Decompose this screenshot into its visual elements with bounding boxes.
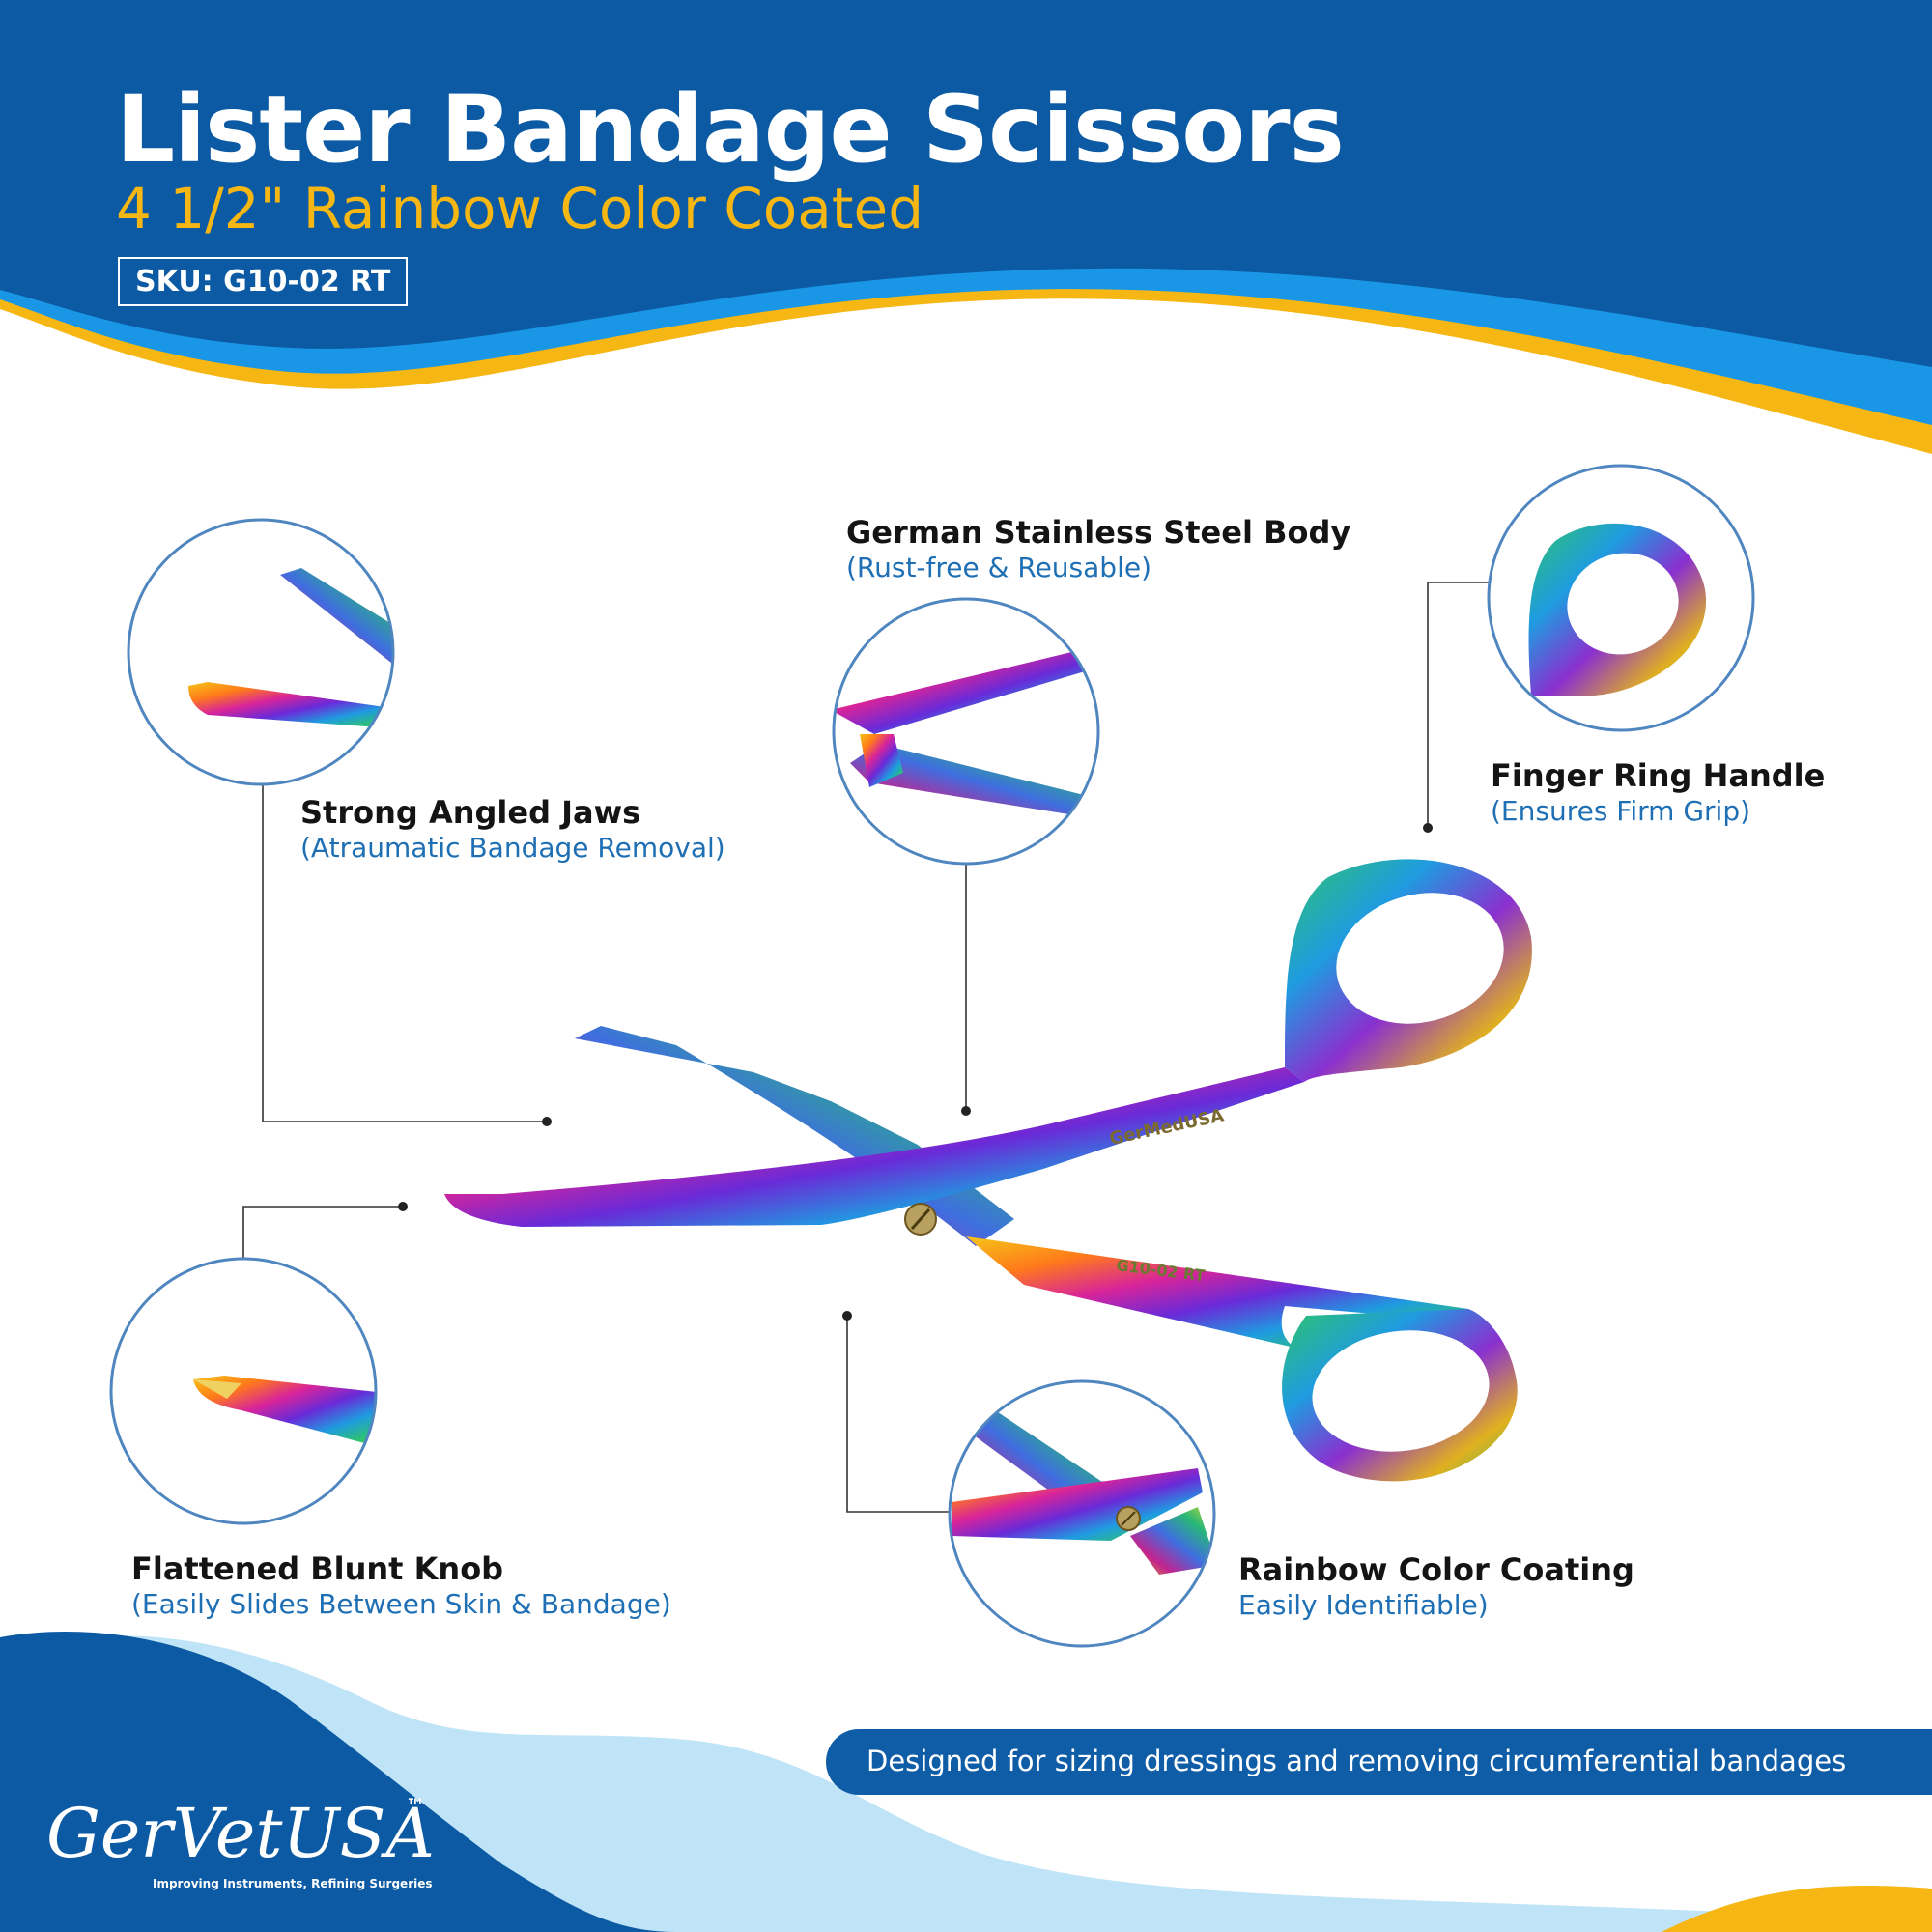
feature-title-finger-ring: Finger Ring Handle bbox=[1491, 757, 1826, 794]
feature-title-steel-body: German Stainless Steel Body bbox=[846, 514, 1351, 551]
feature-title-angled-jaws: Strong Angled Jaws bbox=[300, 794, 641, 831]
logo-tagline: Improving Instruments, Refining Surgerie… bbox=[153, 1877, 433, 1890]
feature-subtitle-steel-body: (Rust-free & Reusable) bbox=[846, 552, 1151, 583]
description-banner: Designed for sizing dressings and removi… bbox=[826, 1729, 1932, 1795]
detail-circle-steel-body bbox=[832, 597, 1100, 866]
scissors-illustration: GerMedUSA G10-02 RT bbox=[444, 859, 1532, 1482]
detail-circle-blunt-knob bbox=[109, 1257, 378, 1525]
feature-subtitle-angled-jaws: (Atraumatic Bandage Removal) bbox=[300, 832, 725, 864]
feature-title-rainbow-coating: Rainbow Color Coating bbox=[1238, 1551, 1634, 1588]
feature-subtitle-finger-ring: (Ensures Firm Grip) bbox=[1491, 795, 1751, 827]
detail-circle-angled-jaws bbox=[127, 518, 395, 786]
feature-subtitle-rainbow-coating: Easily Identifiable) bbox=[1238, 1589, 1489, 1621]
feature-subtitle-blunt-knob: (Easily Slides Between Skin & Bandage) bbox=[131, 1588, 671, 1620]
gervetusa-logo: GerVetUSA ™ Improving Instruments, Refin… bbox=[46, 1794, 435, 1890]
sku-badge: SKU: G10-02 RT bbox=[118, 257, 409, 306]
banner-text: Designed for sizing dressings and removi… bbox=[867, 1745, 1847, 1777]
detail-circle-finger-ring bbox=[1487, 464, 1755, 732]
logo-trademark: ™ bbox=[406, 1794, 425, 1817]
page-subtitle: 4 1/2" Rainbow Color Coated bbox=[116, 176, 924, 242]
logo-wordmark: GerVetUSA bbox=[46, 1794, 435, 1873]
page-title: Lister Bandage Scissors bbox=[116, 75, 1345, 184]
feature-title-blunt-knob: Flattened Blunt Knob bbox=[131, 1550, 504, 1587]
detail-circle-rainbow-coating bbox=[948, 1379, 1216, 1648]
